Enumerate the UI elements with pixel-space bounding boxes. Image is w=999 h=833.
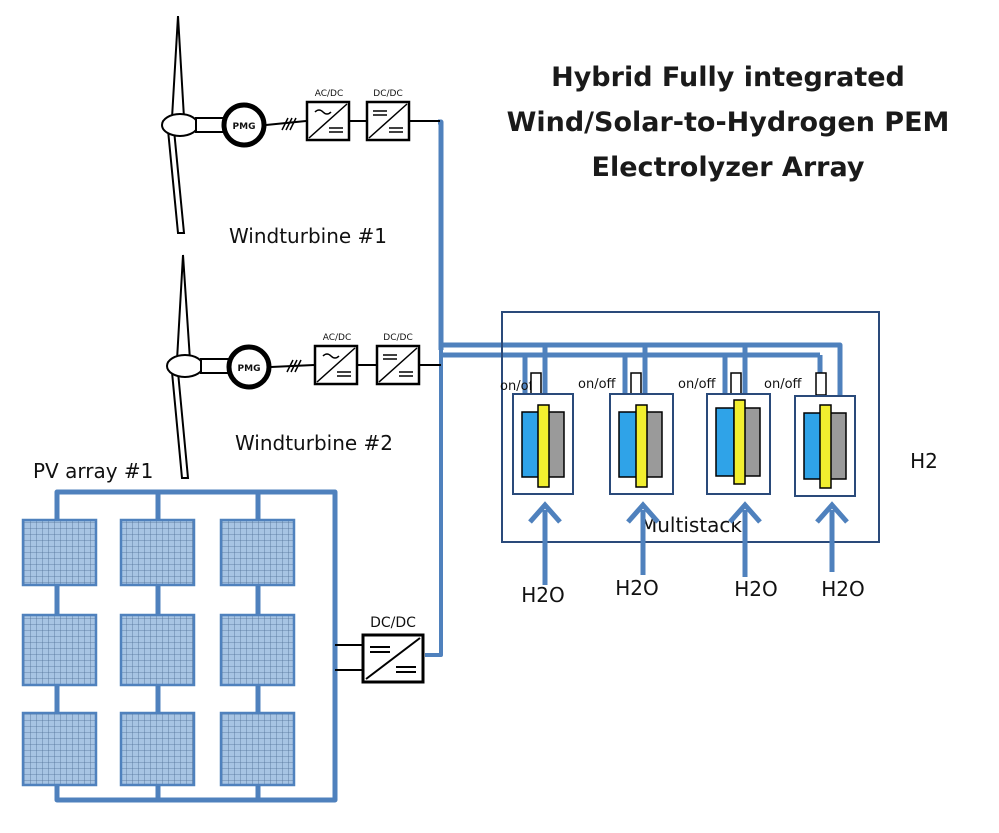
electrolyzer-stack-1: on/off H2O	[500, 372, 574, 607]
wind-turbine-1: PMG AC/DC DC/DC Windturbine #1	[161, 15, 440, 248]
generator-label: PMG	[233, 122, 256, 132]
pv-panel-icon	[119, 613, 196, 687]
title-line-3: Electrolyzer Array	[592, 152, 865, 183]
on-off-switch[interactable]	[630, 372, 642, 396]
on-off-switch-label: on/off	[578, 377, 617, 392]
electrolyzer-cell-icon	[794, 395, 856, 497]
pv-panel-icon	[21, 613, 98, 687]
converter-label: AC/DC	[323, 333, 352, 343]
pv-array: PV array #1 DC/DC	[21, 459, 425, 787]
wind-turbine-icon	[166, 254, 234, 479]
electrolyzer-cell-icon	[512, 393, 574, 495]
pv-panel-icon	[119, 518, 196, 587]
electrolyzer-stack-2: on/off H2O	[578, 372, 674, 600]
multistack-frame	[501, 311, 880, 543]
converter-label: DC/DC	[370, 615, 416, 631]
water-input-label: H2O	[615, 576, 659, 600]
converter-label: DC/DC	[383, 333, 412, 343]
on-off-switch-label: on/off	[678, 377, 717, 392]
electrolyzer-multistack: Multistack H2 on/off H2O on/off	[500, 311, 938, 607]
wind-turbine-2: PMG AC/DC DC/DC Windturbine #2	[166, 254, 441, 479]
water-input-label: H2O	[821, 577, 865, 601]
generator-label: PMG	[238, 364, 261, 374]
on-off-switch[interactable]	[815, 372, 827, 396]
turbine-label: Windturbine #1	[229, 224, 387, 248]
dc-dc-converter: DC/DC	[365, 89, 411, 142]
power-bus	[54, 119, 843, 803]
electrolyzer-stack-4: on/off H2O	[764, 372, 865, 601]
title-line-1: Hybrid Fully integrated	[551, 62, 905, 93]
pmg-generator-icon: PMG	[226, 344, 272, 390]
multistack-label: Multistack	[640, 513, 742, 537]
hydrogen-output-label: H2	[910, 449, 938, 473]
wind-turbine-icon	[161, 15, 229, 234]
dc-dc-converter: DC/DC	[375, 333, 421, 386]
pv-panel-icon	[119, 711, 196, 787]
diagram-title: Hybrid Fully integrated Wind/Solar-to-Hy…	[507, 62, 950, 183]
pv-panel-icon	[219, 518, 296, 587]
title-line-2: Wind/Solar-to-Hydrogen PEM	[507, 107, 950, 138]
turbine-label: Windturbine #2	[235, 431, 393, 455]
electrolyzer-cell-icon	[706, 393, 771, 495]
ac-dc-converter: AC/DC	[305, 89, 351, 142]
pv-panel-icon	[219, 613, 296, 687]
converter-label: DC/DC	[373, 89, 402, 99]
on-off-switch[interactable]	[530, 372, 542, 396]
converter-label: AC/DC	[315, 89, 344, 99]
pv-array-label: PV array #1	[33, 459, 153, 483]
water-input-label: H2O	[521, 583, 565, 607]
pv-panel-icon	[219, 711, 296, 787]
on-off-switch-label: on/off	[764, 377, 803, 392]
pv-panels	[21, 518, 296, 787]
electrolyzer-cell-icon	[609, 393, 674, 495]
pv-dc-dc-converter: DC/DC	[361, 615, 425, 684]
pv-panel-icon	[21, 711, 98, 787]
pv-panel-icon	[21, 518, 98, 587]
on-off-switch[interactable]	[730, 372, 742, 396]
electrolyzer-stack-3: on/off H2O	[678, 372, 778, 601]
water-input-label: H2O	[734, 577, 778, 601]
on-off-switch-label: on/off	[500, 379, 539, 394]
pmg-generator-icon: PMG	[221, 102, 267, 148]
ac-dc-converter: AC/DC	[313, 333, 359, 386]
